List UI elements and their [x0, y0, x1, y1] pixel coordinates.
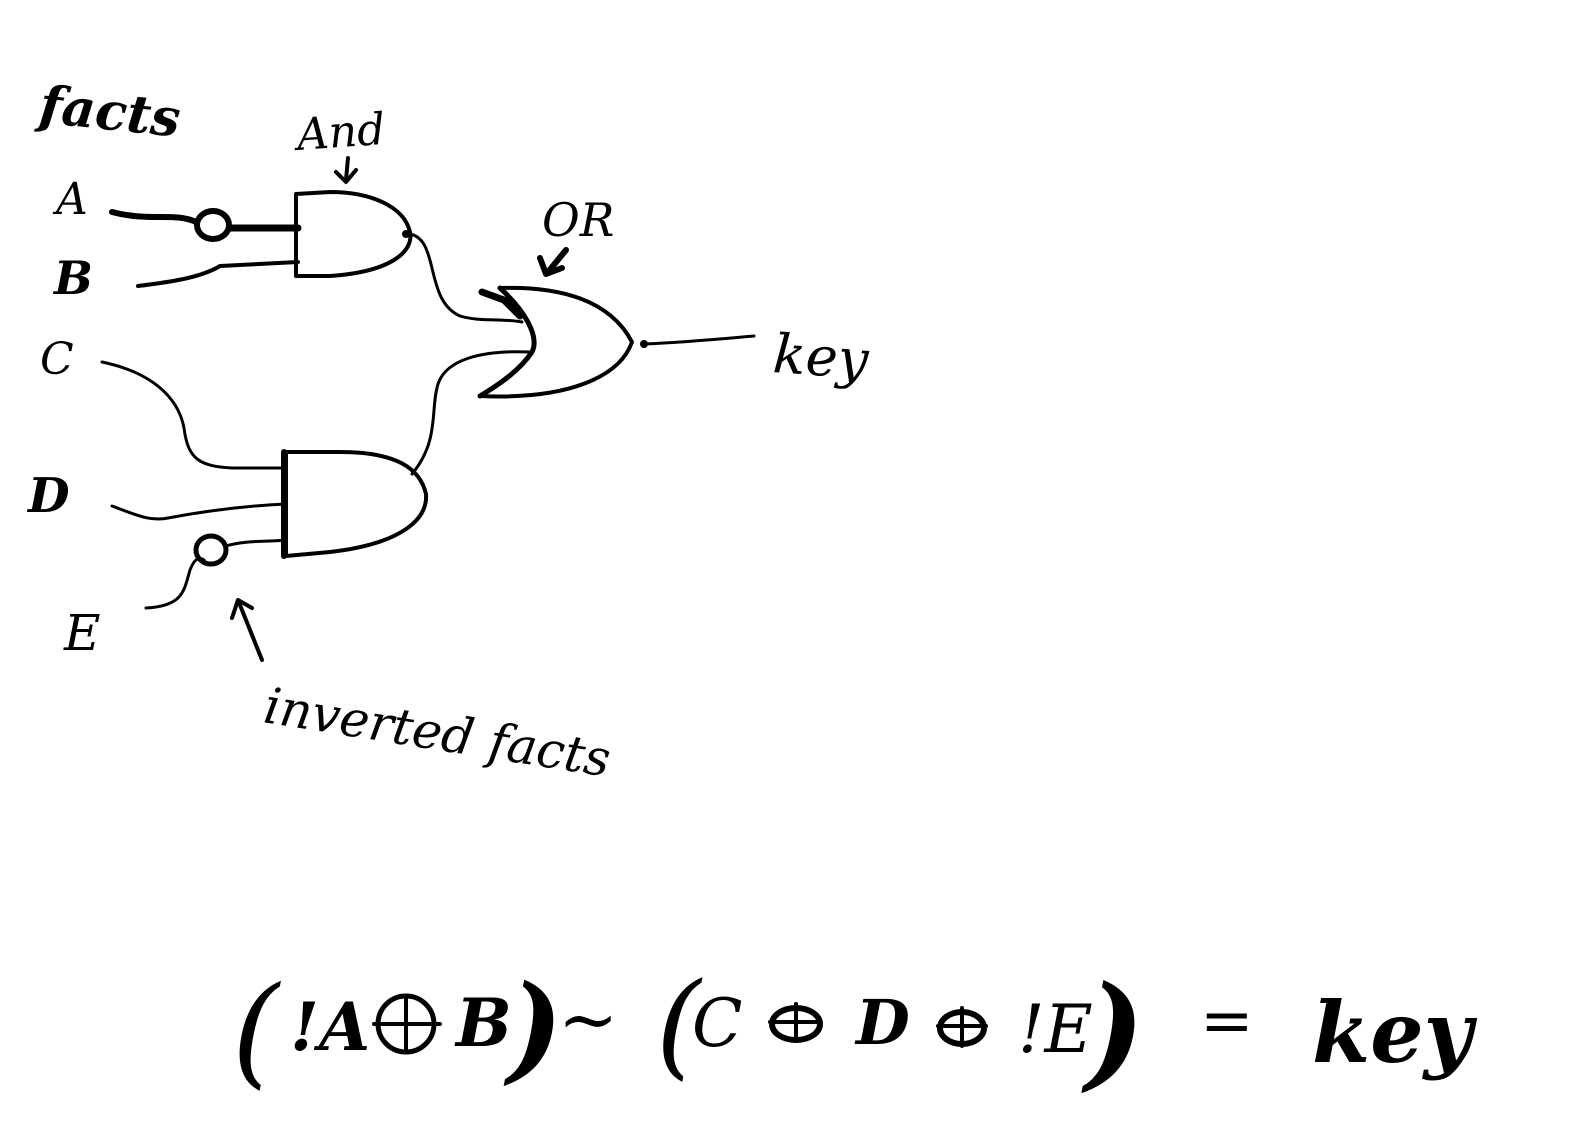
formula-xor-2-cross	[768, 1002, 822, 1042]
formula-c: C	[692, 985, 743, 1062]
input-b-label: B	[52, 251, 93, 305]
formula-close-paren-1: )	[503, 960, 563, 1096]
formula-open-paren-2: (	[656, 958, 703, 1091]
or-gate-label: OR	[542, 193, 614, 247]
and-upper-output-dot	[402, 230, 410, 238]
boolean-formula: ( !A B ) ~ ( C D !E ) = key	[232, 958, 1478, 1104]
input-c-label: C	[40, 334, 74, 385]
formula-xor-1-cross	[372, 994, 442, 1054]
or-input-top-mark	[478, 288, 524, 320]
formula-open-paren-1: (	[232, 962, 281, 1101]
formula-not-e: !E	[1018, 991, 1093, 1068]
inverter-bubble-a	[194, 208, 232, 242]
formula-xor-3-cross	[936, 1006, 988, 1048]
or-label-arrow	[537, 247, 569, 277]
facts-label: facts	[33, 74, 184, 150]
and-gate-upper	[294, 190, 413, 278]
formula-not-a: !A	[290, 988, 370, 1066]
inverted-facts-label: inverted facts	[260, 677, 614, 789]
inverter-bubble-e	[193, 533, 229, 567]
wire-a	[109, 209, 199, 225]
formula-equals: =	[1200, 984, 1254, 1058]
or-gate	[478, 285, 634, 399]
input-e-label: E	[63, 604, 101, 662]
wire-b	[136, 260, 300, 288]
and-gate-lower	[284, 450, 429, 558]
formula-close-paren-2: )	[1081, 959, 1145, 1104]
formula-b: B	[454, 984, 512, 1062]
wire-and-upper-to-or	[408, 232, 524, 324]
input-a-label: A	[52, 174, 88, 225]
or-gate-back	[477, 285, 537, 399]
output-key-label: key	[771, 322, 872, 392]
input-d-label: D	[26, 468, 70, 524]
wire-e	[144, 556, 206, 610]
wire-e-to-and	[224, 538, 288, 548]
and-gate-label: And	[291, 104, 387, 161]
formula-d: D	[854, 986, 910, 1059]
wire-d	[110, 502, 288, 521]
wire-c	[100, 360, 288, 470]
formula-tilde: ~	[558, 977, 618, 1061]
formula-key: key	[1312, 983, 1478, 1082]
wire-and-lower-to-or	[410, 350, 532, 476]
and-label-arrow	[334, 156, 358, 184]
inverted-arrow	[230, 598, 264, 662]
wire-or-to-key	[642, 334, 756, 346]
